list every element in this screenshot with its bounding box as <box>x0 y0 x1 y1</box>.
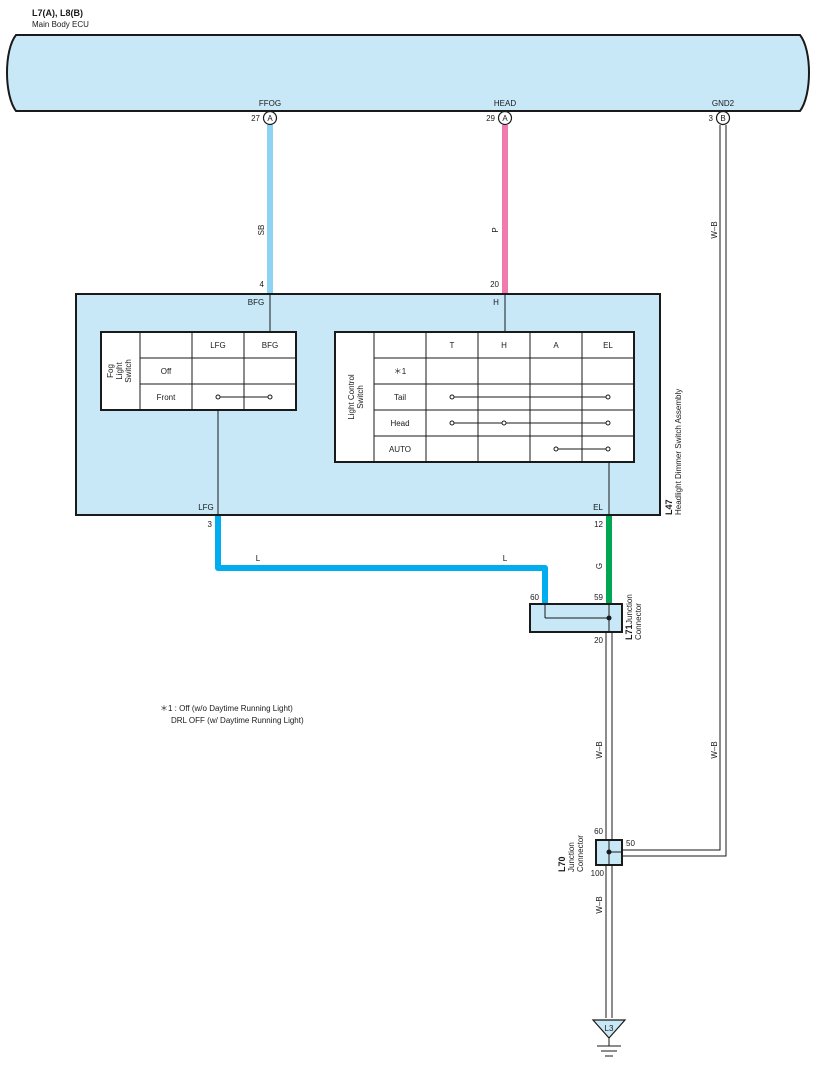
svg-text:Light Control: Light Control <box>347 374 356 420</box>
junction-l71-label: L71 Junction Connector <box>624 594 643 640</box>
svg-text:Connector: Connector <box>576 835 585 872</box>
wire-gnd2-label-upper: W–B <box>710 221 719 238</box>
light-col-h: H <box>501 341 507 350</box>
wire-lfg-l <box>215 515 548 604</box>
svg-text:L70: L70 <box>557 856 567 872</box>
ecu-pin-gnd2: B 3 <box>709 110 731 126</box>
light-row-head: Head <box>390 419 409 428</box>
sw-pin-el-name: EL <box>593 503 603 512</box>
ground-l3-icon <box>591 1019 627 1057</box>
wire-l71-l70-wb <box>605 632 613 840</box>
wire-l70-ground-label: W–B <box>595 896 604 913</box>
sw-pin-4-number: 4 <box>260 280 265 289</box>
note-line-1: ＊1 : Off (w/o Daytime Running Light) <box>160 704 293 713</box>
l70-pin-100: 100 <box>591 869 605 878</box>
light-row-tail: Tail <box>394 393 406 402</box>
svg-text:Switch: Switch <box>124 359 133 383</box>
ecu-pin-gnd2-name: GND2 <box>712 99 735 108</box>
wire-lfg-label-2: L <box>503 554 508 563</box>
wire-lfg-label-1: L <box>256 554 261 563</box>
sw-pin-20-number: 20 <box>490 280 499 289</box>
svg-text:L47: L47 <box>664 499 674 515</box>
wire-l71-l70-label: W–B <box>595 741 604 758</box>
svg-text:3: 3 <box>709 114 714 123</box>
wire-head-label: P <box>491 227 500 232</box>
l70-pin-50: 50 <box>626 839 635 848</box>
ecu-pin-head: A 29 <box>486 110 513 126</box>
svg-text:27: 27 <box>251 114 260 123</box>
fog-front-continuity <box>215 394 273 400</box>
sw-pin-lfg-name: LFG <box>198 503 214 512</box>
light-auto-continuity <box>553 446 611 452</box>
svg-text:Switch: Switch <box>356 385 365 409</box>
assembly-internal-lines <box>217 294 610 515</box>
sw-pin-bfg-name: BFG <box>248 298 264 307</box>
fog-row-front: Front <box>157 393 176 402</box>
wire-el-label: G <box>595 563 604 569</box>
l71-pin-59: 59 <box>594 593 603 602</box>
ecu-pin-head-name: HEAD <box>494 99 516 108</box>
svg-text:Junction: Junction <box>625 594 634 624</box>
l70-pin-60: 60 <box>594 827 603 836</box>
wire-gnd2-wb <box>622 125 727 857</box>
svg-text:Light: Light <box>115 362 124 380</box>
sw-pin-3-number: 3 <box>208 520 213 529</box>
l71-pin-20: 20 <box>594 636 603 645</box>
fog-col-bfg: BFG <box>262 341 278 350</box>
svg-text:B: B <box>720 114 725 123</box>
svg-text:Junction: Junction <box>567 842 576 872</box>
ground-l3-label: L3 <box>605 1024 614 1033</box>
wire-gnd2-label-lower: W–B <box>710 741 719 758</box>
svg-text:A: A <box>267 114 273 123</box>
light-switch-title: Light Control Switch <box>347 374 365 420</box>
light-tail-continuity <box>449 394 611 400</box>
svg-text:Headlight Dimmer Switch Assemb: Headlight Dimmer Switch Assembly <box>674 389 683 515</box>
wire-ffog-label: SB <box>257 225 266 236</box>
light-col-a: A <box>553 341 559 350</box>
sw-pin-12-number: 12 <box>594 520 603 529</box>
svg-text:Connector: Connector <box>634 603 643 640</box>
light-head-continuity <box>449 420 611 426</box>
light-col-el: EL <box>603 341 613 350</box>
sw-pin-h-name: H <box>493 298 499 307</box>
light-row-star1: ＊1 <box>394 367 407 376</box>
ecu-box <box>6 34 810 112</box>
svg-text:Fog: Fog <box>106 364 115 378</box>
ecu-pin-ffog: A 27 <box>251 110 278 126</box>
ecu-connector-label: L7(A), L8(B) <box>32 8 83 18</box>
wire-l70-ground-wb <box>605 865 613 1018</box>
ecu-name: Main Body ECU <box>32 20 89 29</box>
svg-text:L71: L71 <box>624 624 634 640</box>
switch-assembly-label: L47 Headlight Dimmer Switch Assembly <box>664 389 683 515</box>
junction-l71-internal <box>544 604 612 632</box>
light-col-t: T <box>450 341 455 350</box>
svg-text:A: A <box>502 114 508 123</box>
junction-l70-internal <box>606 840 622 865</box>
svg-text:29: 29 <box>486 114 495 123</box>
fog-switch-title: Fog Light Switch <box>106 359 133 383</box>
ecu-pin-ffog-name: FFOG <box>259 99 281 108</box>
junction-l70-label: L70 Junction Connector <box>557 835 585 872</box>
l71-pin-60: 60 <box>530 593 539 602</box>
light-row-auto: AUTO <box>389 445 411 454</box>
fog-row-off: Off <box>161 367 172 376</box>
note-line-2: DRL OFF (w/ Daytime Running Light) <box>171 716 304 725</box>
fog-col-lfg: LFG <box>210 341 226 350</box>
